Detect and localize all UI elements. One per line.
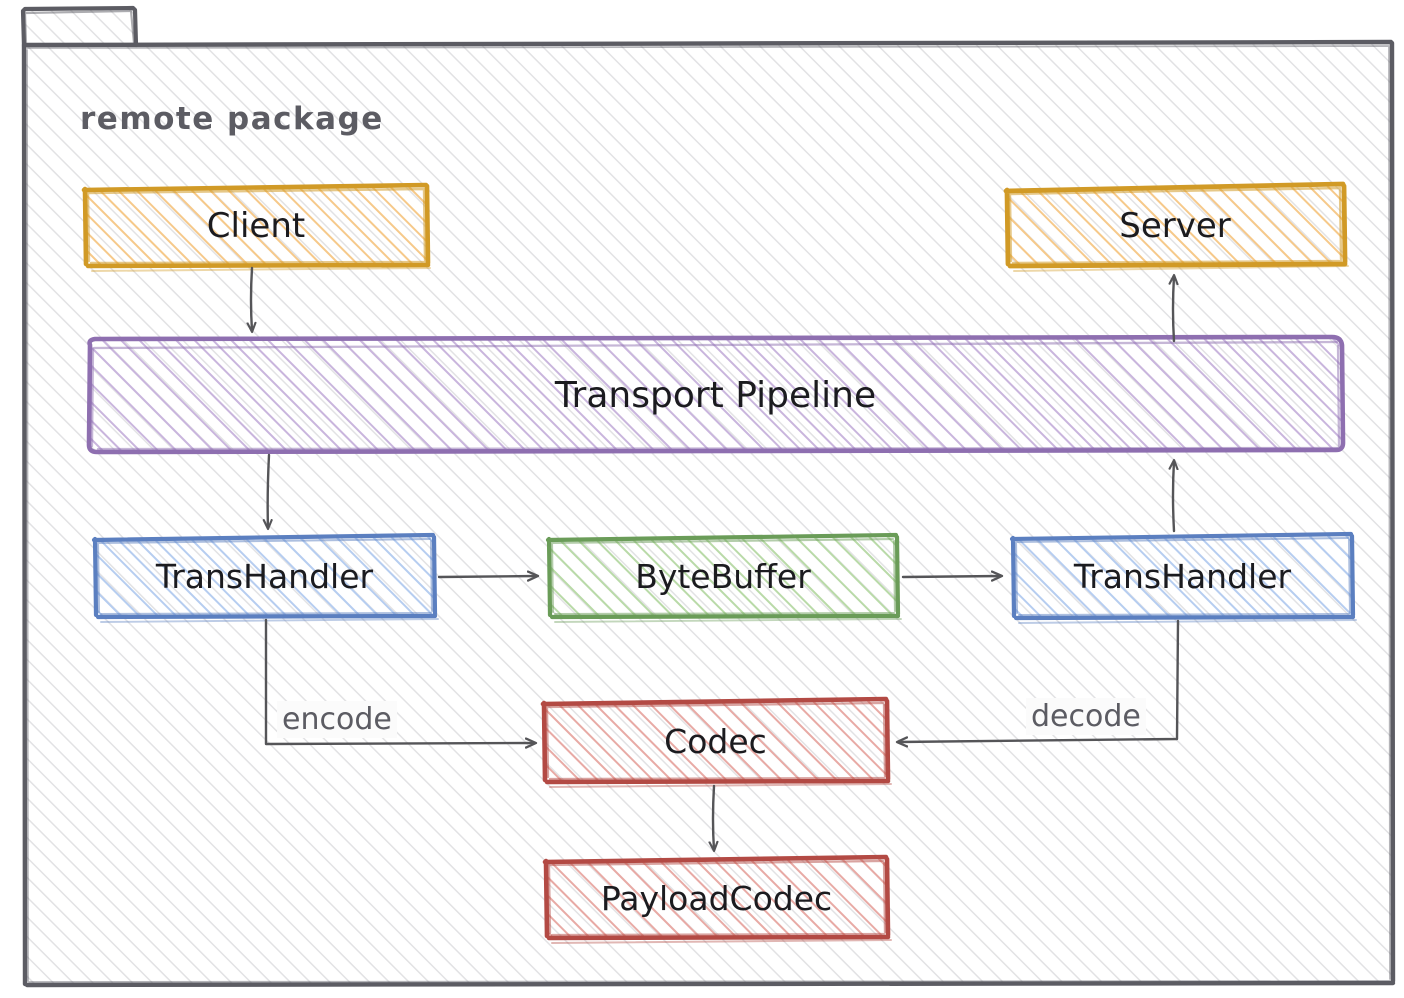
node-transhandler-left[interactable] — [91, 532, 439, 623]
package-title: remote package — [80, 101, 384, 137]
edge-pipeline-to-transhandler-left — [268, 453, 269, 528]
edge-label-decode: decode — [1026, 698, 1146, 735]
edge-transhandler-left-to-codec — [264, 618, 535, 744]
edge-transhandler-right-to-codec — [898, 619, 1180, 742]
node-transport-pipeline[interactable] — [86, 334, 1346, 455]
edge-transhandler-left-to-bytebuffer — [437, 576, 537, 577]
node-client[interactable] — [81, 182, 431, 272]
node-server[interactable] — [1003, 181, 1349, 272]
node-transhandler-right[interactable] — [1009, 531, 1357, 624]
node-bytebuffer[interactable] — [545, 532, 902, 623]
edge-transhandler-right-to-pipeline — [1173, 461, 1174, 533]
edge-client-to-pipeline — [251, 266, 252, 331]
edge-bytebuffer-to-transhandler-right — [901, 576, 1001, 577]
edge-label-encode: encode — [277, 701, 397, 738]
package-container — [20, 5, 1396, 988]
node-codec[interactable] — [540, 696, 892, 788]
edge-codec-to-payloadcodec — [713, 784, 714, 850]
node-payloadcodec[interactable] — [542, 854, 892, 944]
edge-pipeline-to-server — [1173, 276, 1174, 343]
